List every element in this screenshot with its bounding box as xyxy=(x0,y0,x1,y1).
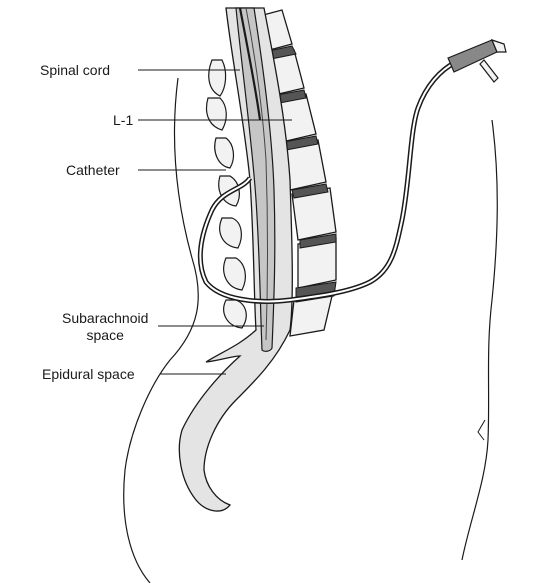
label-subarachnoid-line1: Subarachnoid xyxy=(62,310,148,327)
label-spinal-cord: Spinal cord xyxy=(40,62,110,79)
label-catheter: Catheter xyxy=(66,162,120,179)
label-subarachnoid-line2: space xyxy=(62,327,148,344)
catheter-connector xyxy=(448,40,506,82)
hip-crease xyxy=(478,420,485,440)
body-outline-front xyxy=(462,120,497,560)
label-l1: L-1 xyxy=(113,112,133,129)
label-epidural-space: Epidural space xyxy=(42,366,135,383)
label-subarachnoid-space: Subarachnoid space xyxy=(62,310,148,344)
